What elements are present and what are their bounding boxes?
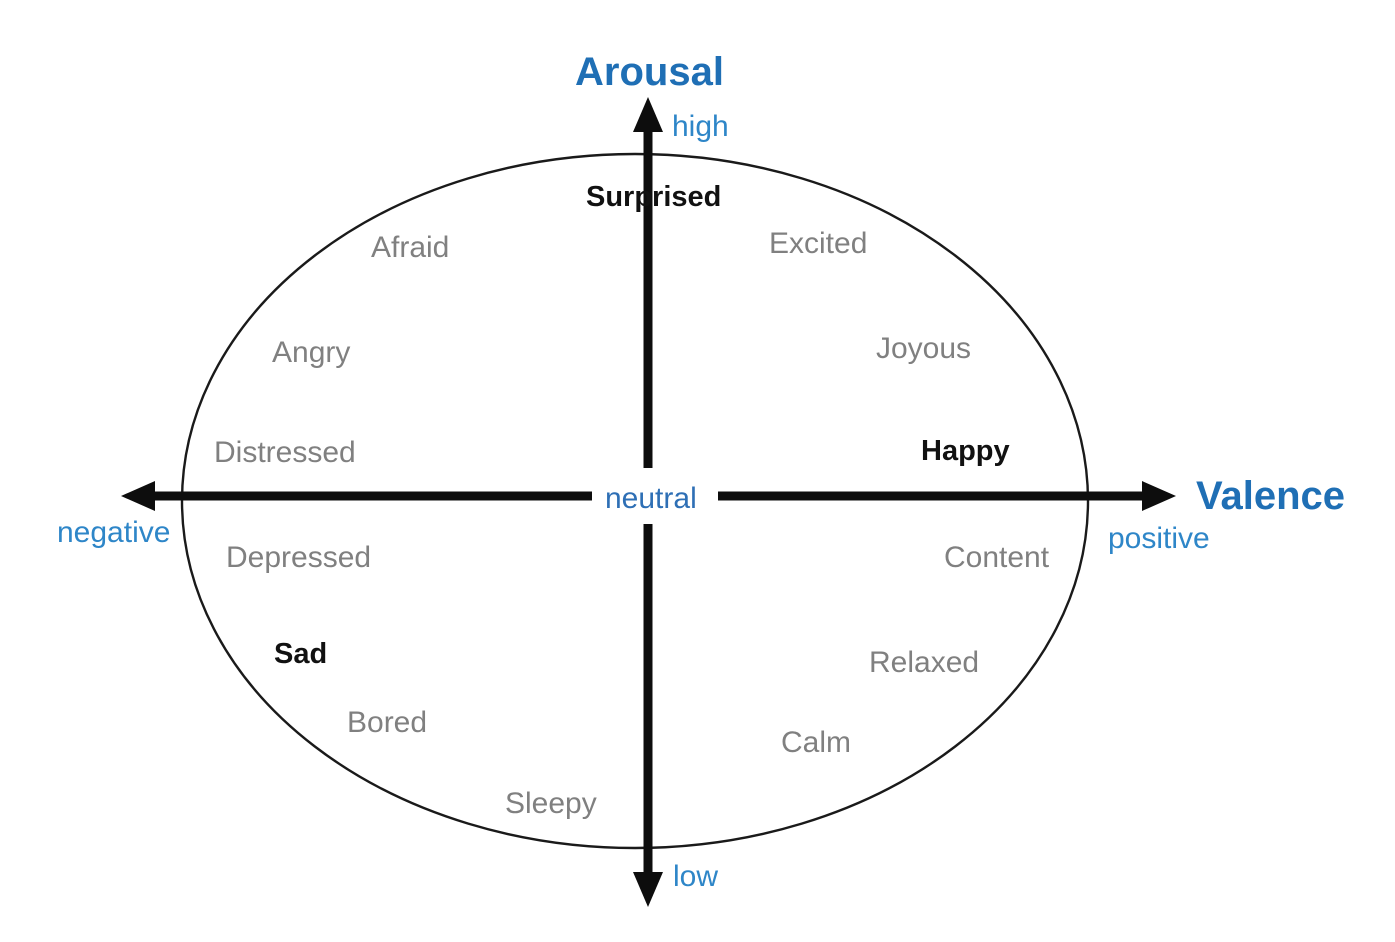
emotion-label-calm: Calm (781, 726, 852, 759)
arousal-axis-arrowhead-up (633, 97, 663, 132)
emotion-label-sleepy: Sleepy (505, 787, 597, 820)
emotion-label-angry: Angry (272, 336, 351, 369)
arousal-high-label: high (672, 110, 729, 143)
arousal-axis-title: Arousal (575, 50, 724, 94)
arousal-axis-arrowhead-down (633, 872, 663, 907)
valence-axis-title: Valence (1196, 474, 1346, 518)
emotion-label-sad: Sad (274, 638, 328, 670)
circumplex-ellipse (180, 152, 1090, 850)
emotion-label-afraid: Afraid (371, 231, 450, 264)
origin-neutral-label: neutral (595, 482, 707, 516)
emotion-label-happy: Happy (921, 435, 1010, 467)
emotion-label-content: Content (944, 541, 1050, 574)
valence-axis-arrowhead-right (1142, 481, 1176, 511)
emotion-label-bored: Bored (347, 706, 428, 739)
emotion-label-depressed: Depressed (226, 541, 372, 574)
arousal-low-label: low (673, 860, 719, 893)
valence-positive-label: positive (1108, 522, 1210, 555)
emotion-label-joyous: Joyous (876, 332, 972, 365)
emotion-label-surprised: Surprised (586, 181, 722, 213)
emotion-label-excited: Excited (769, 227, 868, 260)
valence-axis-arrowhead-left (121, 481, 155, 511)
valence-negative-label: negative (57, 516, 171, 549)
emotion-label-distressed: Distressed (214, 436, 356, 469)
emotion-label-relaxed: Relaxed (869, 646, 980, 679)
